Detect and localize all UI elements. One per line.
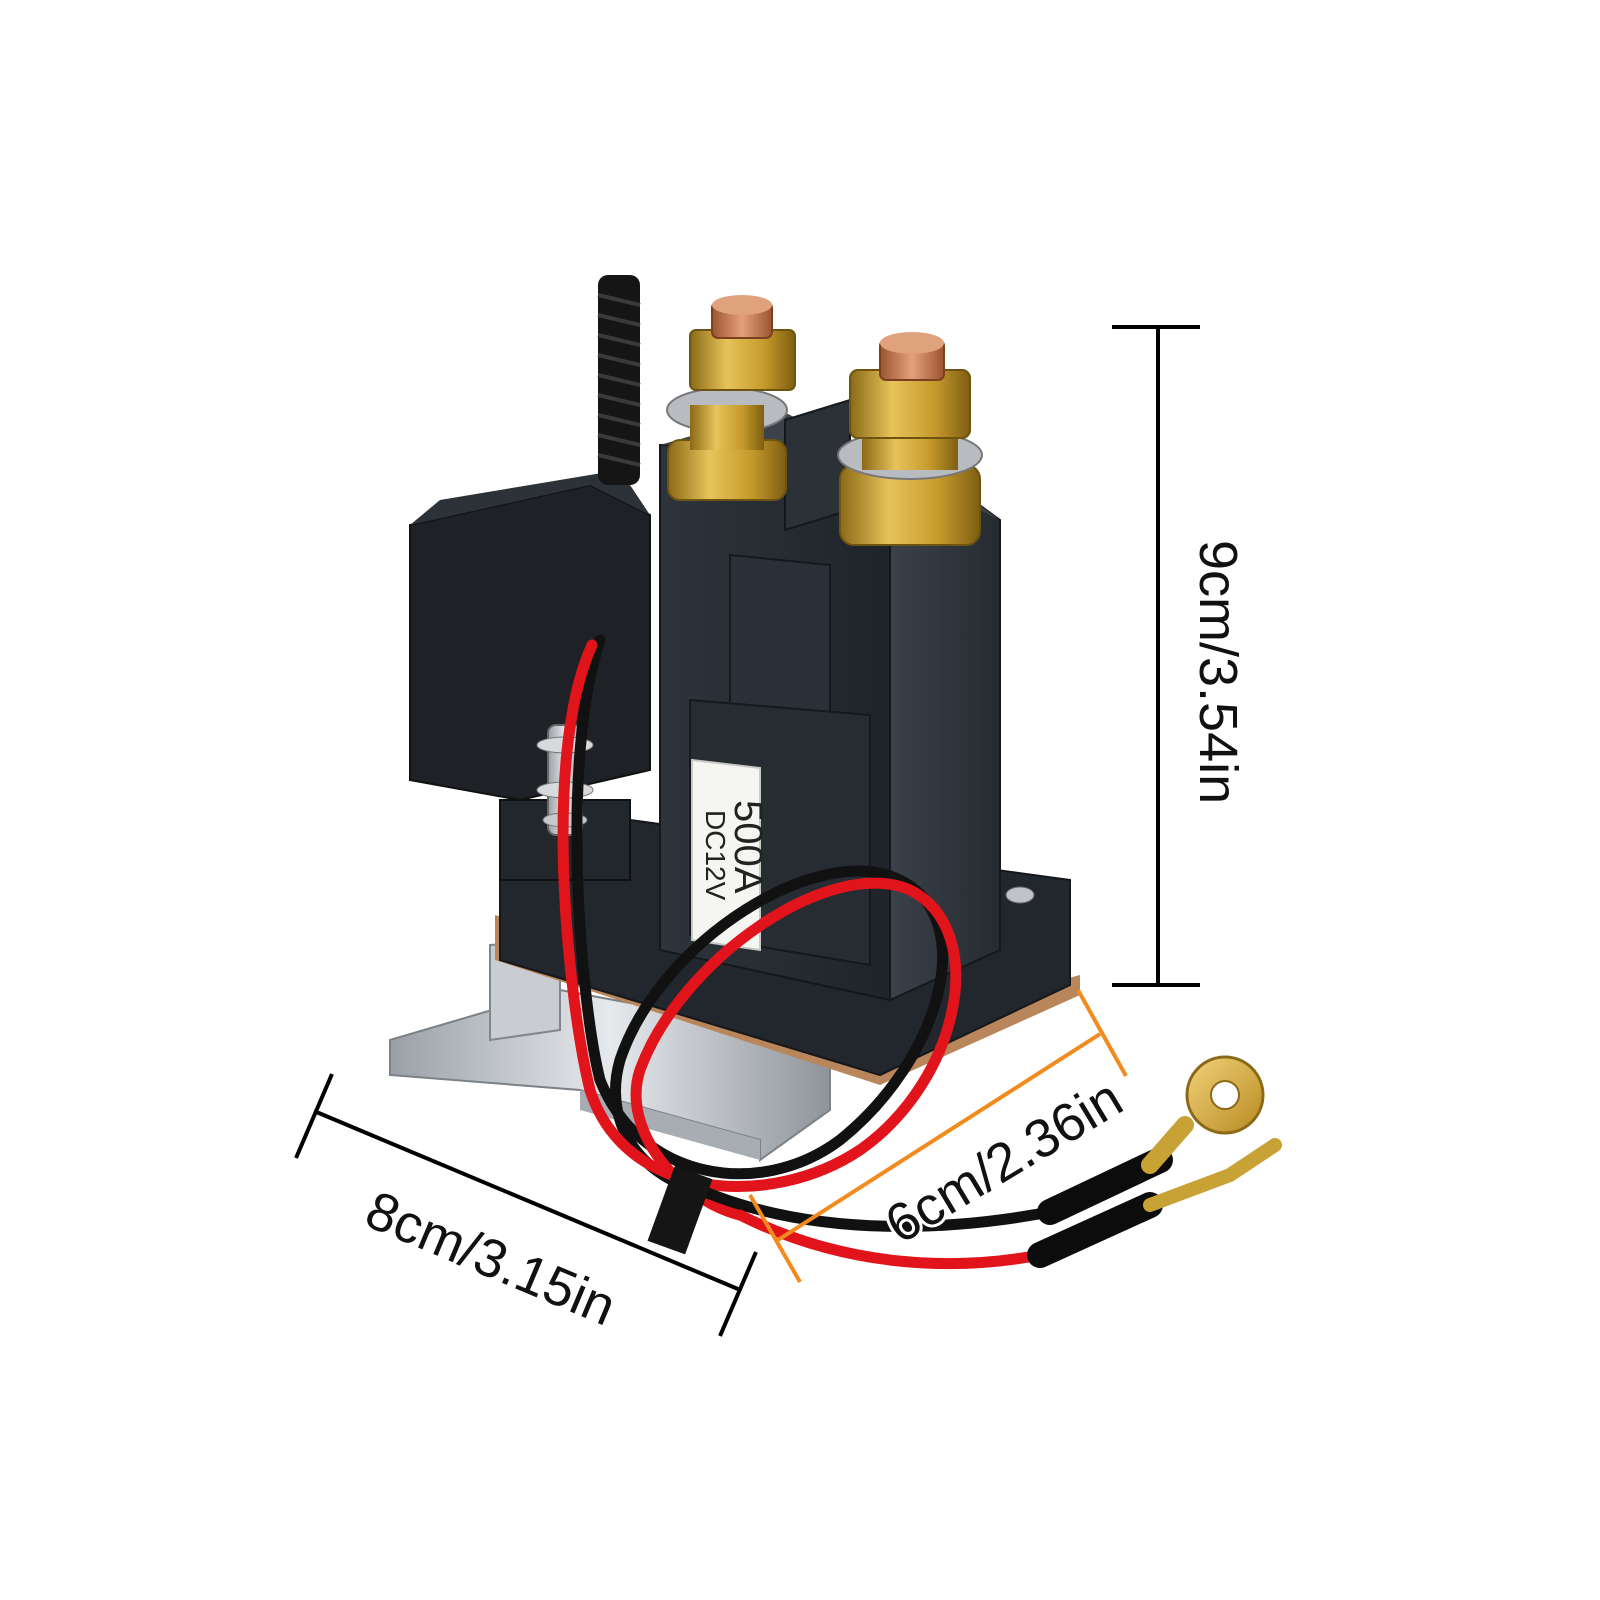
wire-harness — [557, 634, 1173, 1270]
label-rating-text: 500A — [726, 800, 770, 894]
rating-label: 500A DC12V — [691, 758, 770, 952]
height-dimension: 9cm/3.54in — [1112, 325, 1248, 987]
width-dimension-label: 8cm/3.15in — [357, 1180, 624, 1338]
label-voltage-text: DC12V — [700, 810, 731, 901]
terminal-post-right — [837, 332, 983, 546]
fork-terminal-lug — [1143, 1138, 1282, 1212]
terminal-post-left — [666, 295, 796, 501]
zip-tie — [647, 1165, 713, 1255]
receiver-module — [409, 470, 651, 881]
heatshrink-connector-upper — [1037, 1147, 1173, 1225]
antenna-spring — [597, 275, 641, 485]
heatshrink-connector-lower — [1027, 1192, 1163, 1268]
ring-terminal-lug — [1141, 1055, 1265, 1174]
height-dimension-label: 9cm/3.54in — [1188, 540, 1248, 804]
ground-screw — [1005, 886, 1035, 904]
